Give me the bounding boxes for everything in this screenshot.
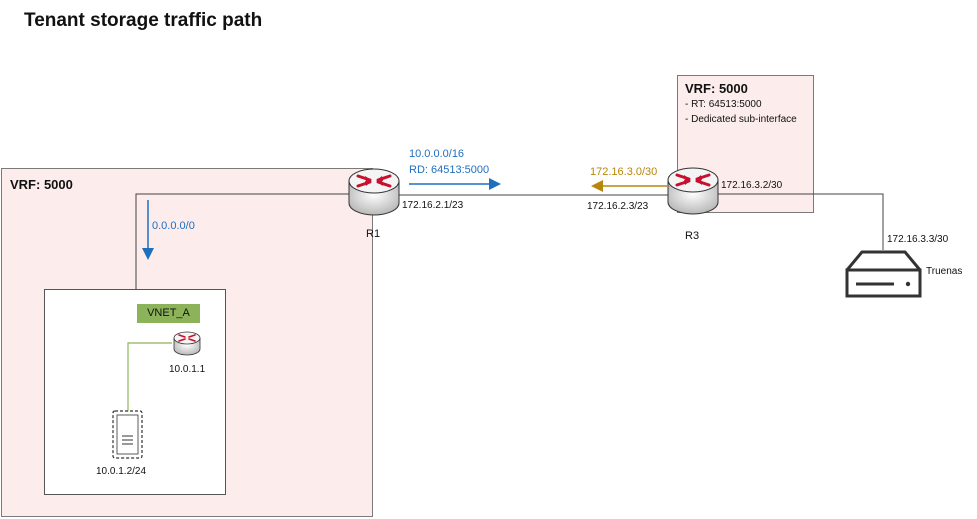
vnet-router-icon: [173, 331, 201, 356]
r3-ip-left: 172.16.2.3/23: [587, 201, 649, 212]
host-ip: 10.0.1.2/24: [96, 466, 147, 477]
right-vrf-rt: - RT: 64513:5000: [685, 99, 762, 110]
left-vrf-label: VRF: 5000: [10, 177, 73, 192]
vnet-container: [44, 289, 226, 495]
truenas-storage-icon: [845, 250, 922, 298]
r3-truenas-link: [718, 193, 884, 250]
r1-ip: 172.16.2.1/23: [402, 200, 464, 211]
truenas-ip: 172.16.3.3/30: [887, 234, 949, 245]
vnet-tag: VNET_A: [137, 304, 200, 323]
r3-ip-right: 172.16.3.2/30: [721, 180, 783, 191]
host-server-icon: [112, 410, 143, 459]
r3-router-icon: [667, 167, 719, 215]
inner-link: [135, 193, 350, 289]
truenas-label: Truenas: [926, 266, 963, 277]
r3-advert-prefix: 172.16.3.0/30: [590, 166, 658, 178]
r3-label: R3: [685, 230, 700, 242]
vnet-host-link: [127, 342, 172, 412]
r1-router-icon: [348, 168, 400, 216]
r1-label: R1: [366, 228, 381, 240]
right-vrf-label: VRF: 5000: [685, 81, 748, 96]
default-route-label: 0.0.0.0/0: [152, 220, 195, 232]
r1-advert-prefix: 10.0.0.0/16: [409, 148, 465, 160]
r1-advert-rd: RD: 64513:5000: [409, 164, 490, 176]
right-vrf-subif: - Dedicated sub-interface: [685, 114, 797, 125]
vnet-router-ip: 10.0.1.1: [169, 364, 206, 375]
page-title: Tenant storage traffic path: [24, 10, 263, 31]
